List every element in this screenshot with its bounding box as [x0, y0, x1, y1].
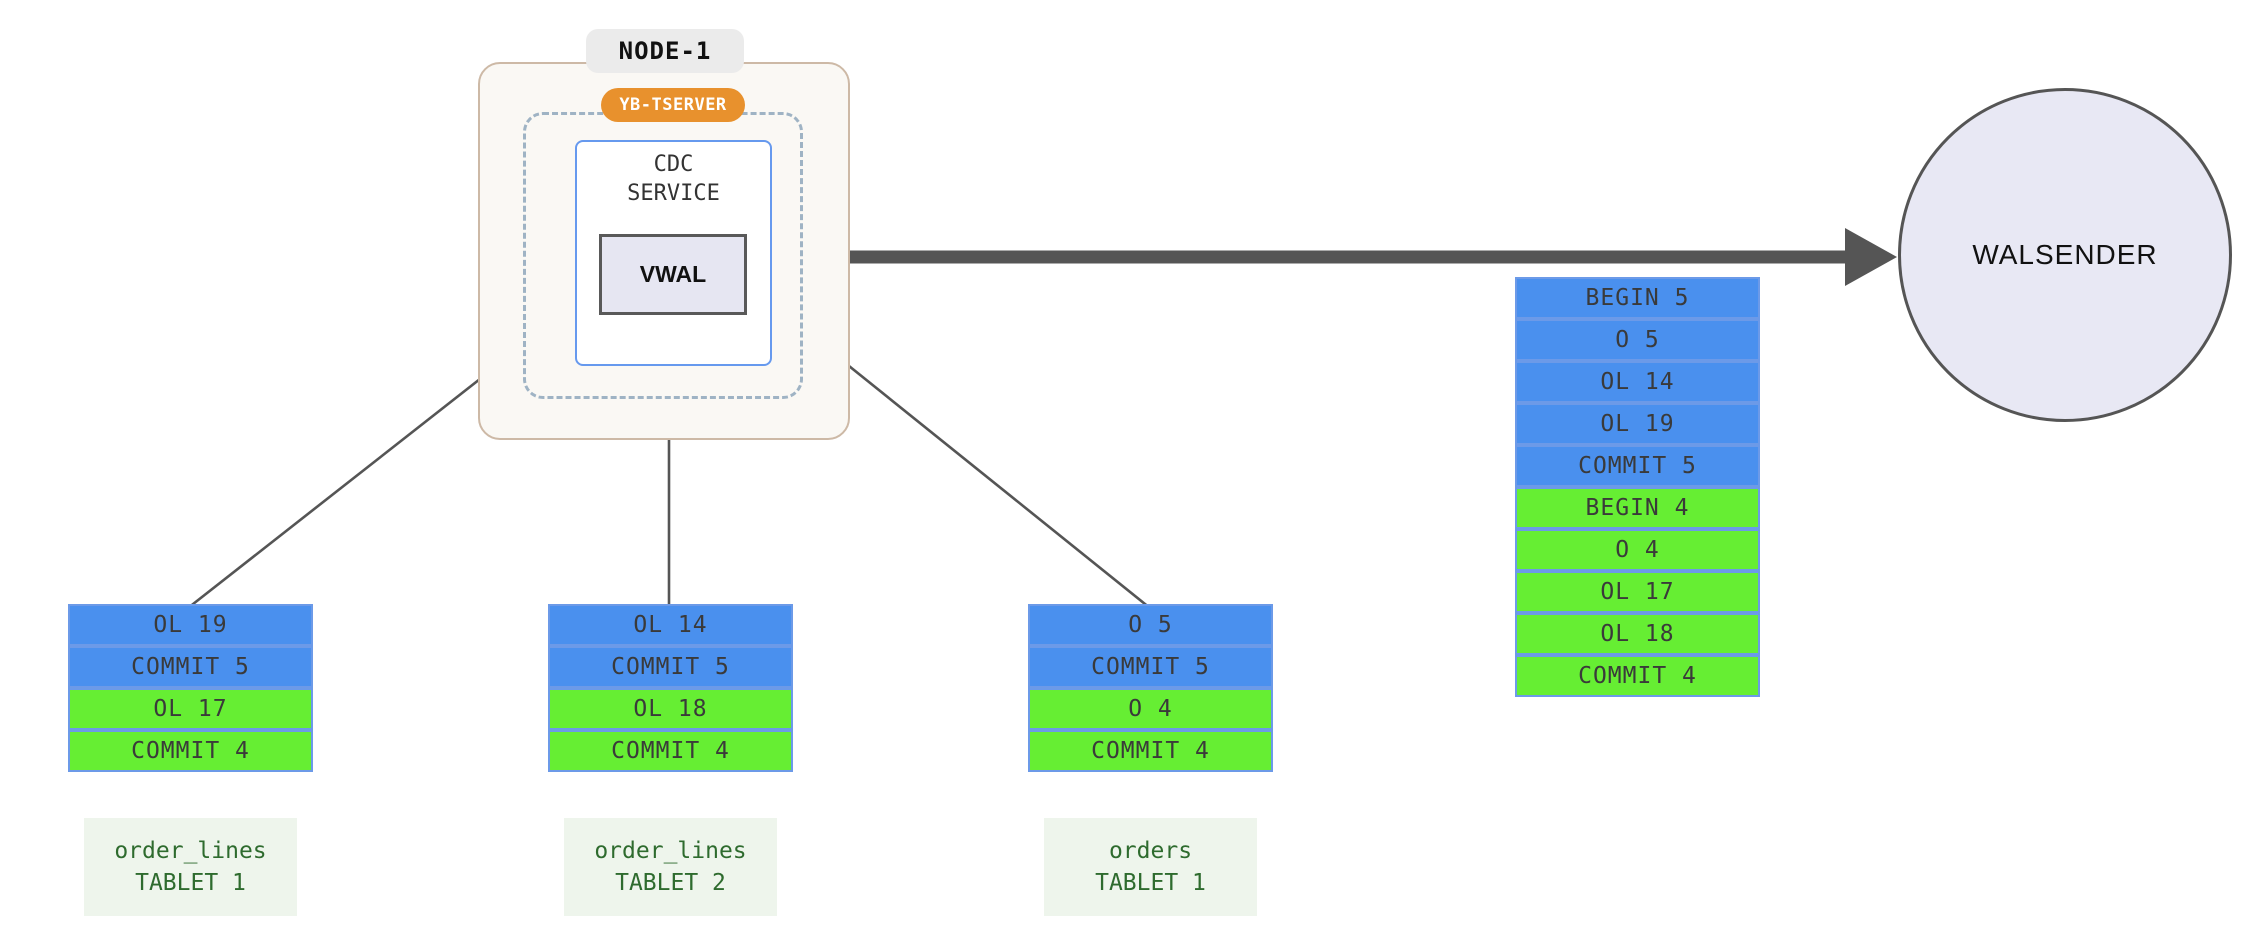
- tablet-record-row: OL 17: [68, 688, 313, 730]
- record-label: COMMIT 5: [131, 654, 250, 680]
- record-label: COMMIT 4: [1578, 663, 1697, 689]
- record-label: OL 17: [153, 696, 228, 722]
- record-label: BEGIN 5: [1585, 285, 1690, 311]
- output-record-row: COMMIT 4: [1515, 655, 1760, 697]
- tablet-caption-table: order_lines: [594, 838, 747, 864]
- record-label: COMMIT 4: [1091, 738, 1210, 764]
- tablet-record-row: O 5: [1028, 604, 1273, 646]
- record-label: OL 18: [633, 696, 708, 722]
- vwal-box: VWAL: [599, 234, 747, 315]
- tablet-record-stack: O 5 COMMIT 5 O 4 COMMIT 4: [1028, 604, 1273, 772]
- record-label: COMMIT 5: [1578, 453, 1697, 479]
- tserver-badge: YB-TSERVER: [601, 88, 745, 122]
- record-label: COMMIT 4: [611, 738, 730, 764]
- output-record-row: BEGIN 4: [1515, 487, 1760, 529]
- record-label: OL 14: [1600, 369, 1675, 395]
- output-record-row: O 4: [1515, 529, 1760, 571]
- output-record-row: OL 18: [1515, 613, 1760, 655]
- record-label: O 5: [1128, 612, 1173, 638]
- record-label: OL 18: [1600, 621, 1675, 647]
- tablet-record-row: COMMIT 4: [68, 730, 313, 772]
- record-label: OL 17: [1600, 579, 1675, 605]
- tablet-record-stack: OL 14 COMMIT 5 OL 18 COMMIT 4: [548, 604, 793, 772]
- tablet-caption: order_lines TABLET 2: [564, 818, 777, 916]
- tablet-caption-table: order_lines: [114, 838, 267, 864]
- output-record-row: COMMIT 5: [1515, 445, 1760, 487]
- record-label: O 4: [1615, 537, 1660, 563]
- output-stream-stack: BEGIN 5 O 5 OL 14 OL 19 COMMIT 5 BEGIN 4 O 4 OL…: [1515, 277, 1760, 697]
- tablet-record-row: COMMIT 5: [1028, 646, 1273, 688]
- output-record-row: BEGIN 5: [1515, 277, 1760, 319]
- output-record-row: O 5: [1515, 319, 1760, 361]
- tablet-caption-table: orders: [1108, 838, 1193, 864]
- tablet-record-stack: OL 19 COMMIT 5 OL 17 COMMIT 4: [68, 604, 313, 772]
- record-label: O 4: [1128, 696, 1173, 722]
- walsender-node: WALSENDER: [1898, 88, 2232, 422]
- node-title-badge: NODE-1: [586, 29, 744, 73]
- tablet-record-row: COMMIT 5: [68, 646, 313, 688]
- tablet-caption-tablet: TABLET 1: [135, 870, 246, 896]
- record-label: OL 19: [153, 612, 228, 638]
- tablet-caption-tablet: TABLET 2: [615, 870, 726, 896]
- tablet-record-row: COMMIT 4: [1028, 730, 1273, 772]
- tablet-record-row: COMMIT 4: [548, 730, 793, 772]
- record-label: O 5: [1615, 327, 1660, 353]
- tablet-record-row: OL 18: [548, 688, 793, 730]
- tablet-record-row: O 4: [1028, 688, 1273, 730]
- tablet-caption: orders TABLET 1: [1044, 818, 1257, 916]
- tablet-record-row: COMMIT 5: [548, 646, 793, 688]
- output-record-row: OL 17: [1515, 571, 1760, 613]
- record-label: BEGIN 4: [1585, 495, 1690, 521]
- record-label: COMMIT 5: [1091, 654, 1210, 680]
- record-label: COMMIT 4: [131, 738, 250, 764]
- tablet-record-row: OL 14: [548, 604, 793, 646]
- cdc-service-label: CDC SERVICE: [627, 152, 720, 206]
- tablet-record-row: OL 19: [68, 604, 313, 646]
- record-label: OL 14: [633, 612, 708, 638]
- output-record-row: OL 19: [1515, 403, 1760, 445]
- record-label: OL 19: [1600, 411, 1675, 437]
- record-label: COMMIT 5: [611, 654, 730, 680]
- tablet-caption-tablet: TABLET 1: [1095, 870, 1206, 896]
- tablet-caption: order_lines TABLET 1: [84, 818, 297, 916]
- output-record-row: OL 14: [1515, 361, 1760, 403]
